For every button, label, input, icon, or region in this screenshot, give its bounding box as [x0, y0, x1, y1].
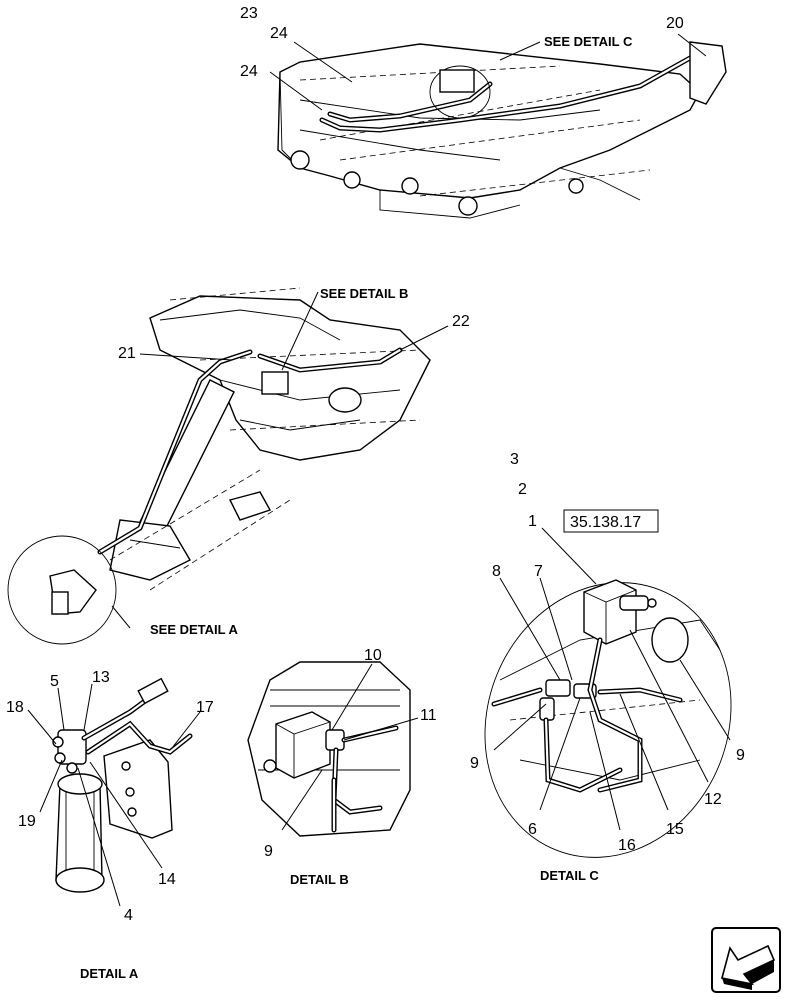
reference-box[interactable]: 35.138.17: [563, 509, 659, 533]
detail-a-caption: DETAIL A: [80, 966, 139, 981]
callout-16: 16: [618, 837, 636, 854]
detail-c-drawing: [484, 579, 732, 858]
callout-17: 17: [196, 699, 214, 716]
callout-3: 3: [510, 451, 519, 468]
callout-4: 4: [124, 907, 133, 924]
detail-a-drawing: [52, 677, 193, 893]
callout-22: 22: [452, 313, 470, 330]
callout-8: 8: [492, 563, 501, 580]
callout-15: 15: [666, 821, 684, 838]
callout-14: 14: [158, 871, 176, 888]
callout-12: 12: [704, 791, 722, 808]
callout-7: 7: [534, 563, 543, 580]
top-assembly-drawing: [277, 41, 727, 219]
callout-23: 23: [240, 5, 258, 22]
callout-11: 11: [420, 707, 437, 724]
callout-10: 10: [364, 647, 382, 664]
leader-lines: [27, 33, 731, 907]
detail-labels: SEE DETAIL C SEE DETAIL B SEE DETAIL A D…: [80, 34, 633, 981]
callout-9: 9: [470, 755, 479, 772]
callout-24: 24: [270, 25, 288, 42]
callout-13: 13: [92, 669, 110, 686]
callout-20: 20: [666, 15, 684, 32]
middle-assembly-drawing: [7, 287, 431, 645]
callout-19: 19: [18, 813, 36, 830]
callout-9: 9: [736, 747, 745, 764]
callout-1: 1: [528, 513, 537, 530]
callout-2: 2: [518, 481, 527, 498]
callout-5: 5: [50, 673, 59, 690]
see-detail-b-label: SEE DETAIL B: [320, 286, 408, 301]
arrow-nav-icon[interactable]: [711, 927, 781, 993]
callout-18: 18: [6, 699, 24, 716]
detail-b-caption: DETAIL B: [290, 872, 349, 887]
callout-9: 9: [264, 843, 273, 860]
callout-numbers: 23 24 24 20 21 22 3 2 1 8 7 9 9 12 6 16 …: [6, 5, 745, 924]
see-detail-c-label: SEE DETAIL C: [544, 34, 633, 49]
callout-21: 21: [118, 345, 136, 362]
detail-b-drawing: [247, 661, 411, 837]
callout-6: 6: [528, 821, 537, 838]
callout-24: 24: [240, 63, 258, 80]
detail-c-caption: DETAIL C: [540, 868, 599, 883]
reference-number: 35.138.17: [570, 514, 641, 531]
see-detail-a-label: SEE DETAIL A: [150, 622, 238, 637]
